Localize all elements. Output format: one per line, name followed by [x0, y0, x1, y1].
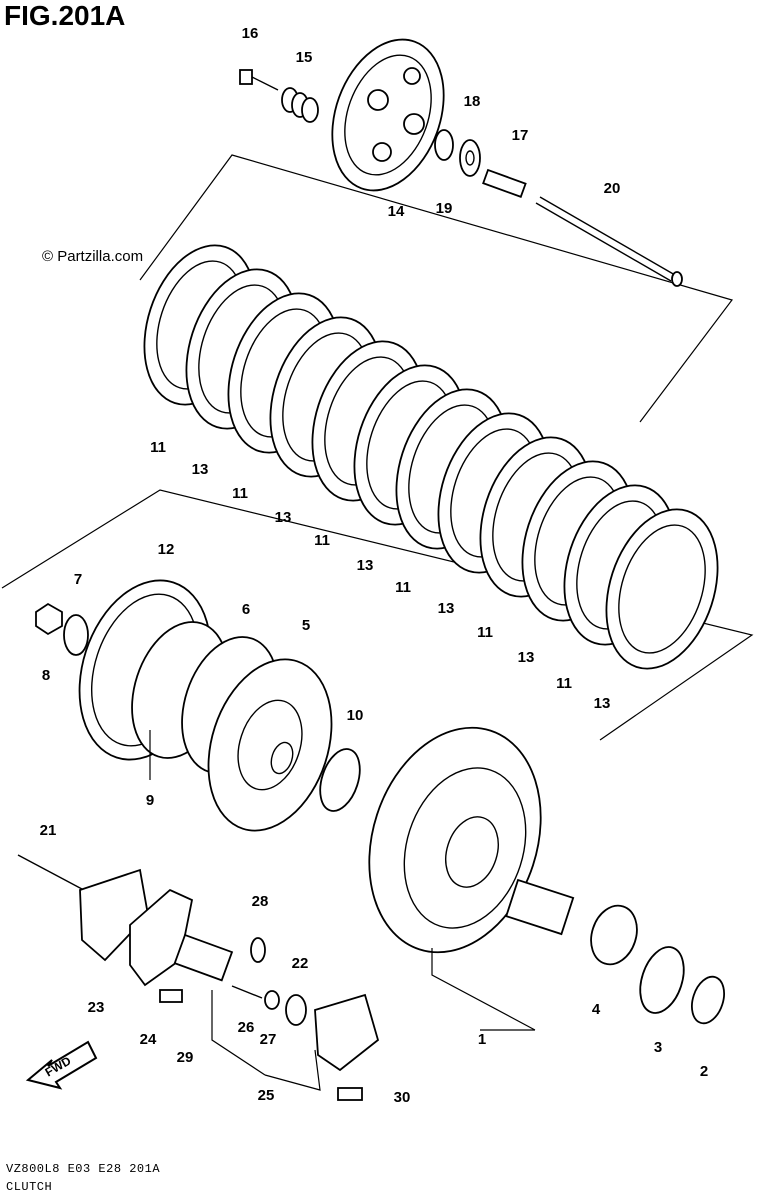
bolt-spring-parts [239, 69, 319, 123]
callout-number: 22 [292, 955, 309, 972]
footer-code: VZ800L8 E03 E28 201A [6, 1162, 161, 1176]
callout-number: 7 [74, 571, 82, 588]
callout-number: 8 [42, 667, 50, 684]
callout-number: 29 [177, 1049, 194, 1066]
pushrod-parts [434, 129, 683, 287]
callout-number: 13 [275, 509, 292, 526]
callout-number: 18 [464, 93, 481, 110]
leader-lines [149, 730, 536, 1091]
callout-number: 20 [604, 180, 621, 197]
callout-number: 4 [592, 1001, 601, 1018]
callout-number: 11 [477, 624, 493, 641]
lower-assembly [17, 579, 725, 1101]
callout-number: 11 [232, 485, 248, 502]
fwd-arrow-icon: FWD [25, 1040, 98, 1090]
callout-number: 11 [395, 579, 411, 596]
pressure-plate-part [331, 38, 445, 192]
callout-number: 26 [238, 1019, 255, 1036]
callout-number: 19 [436, 200, 453, 217]
callout-number: 6 [242, 601, 250, 618]
callout-number: 23 [88, 999, 105, 1016]
callout-number: 13 [518, 649, 535, 666]
callout-number: 10 [347, 707, 364, 724]
driven-plate [605, 508, 719, 670]
callout-number: 13 [438, 600, 455, 617]
callout-number: 1 [478, 1031, 486, 1048]
callout-number: 9 [146, 792, 154, 809]
figure-title: FIG.201A [4, 0, 126, 31]
clutch-plate-stack [143, 244, 719, 670]
callout-number: 30 [394, 1089, 411, 1106]
callout-number: 11 [150, 439, 166, 456]
plate-group-frame-upper [139, 154, 734, 423]
callout-number: 12 [158, 541, 175, 558]
callout-number: 25 [258, 1087, 275, 1104]
callout-number: 21 [40, 822, 57, 839]
plate-inner-ring [618, 524, 706, 654]
callout-number: 17 [512, 127, 529, 144]
callout-number: 2 [700, 1063, 708, 1080]
footer-section: CLUTCH [6, 1180, 53, 1194]
callout-number: 24 [140, 1031, 157, 1048]
callout-number: 13 [594, 695, 611, 712]
callout-number: 3 [654, 1039, 662, 1056]
callout-number: 11 [314, 532, 330, 549]
callout-number: 5 [302, 617, 310, 634]
copyright-notice: © Partzilla.com [42, 248, 144, 265]
callout-number: 14 [388, 203, 405, 220]
callout-number: 13 [192, 461, 209, 478]
callout-number: 11 [556, 675, 572, 692]
callout-number: 28 [252, 893, 269, 910]
callout-number: 15 [296, 49, 313, 66]
callout-number: 16 [242, 25, 259, 42]
callout-number: 27 [260, 1031, 277, 1048]
callout-number: 13 [357, 557, 374, 574]
